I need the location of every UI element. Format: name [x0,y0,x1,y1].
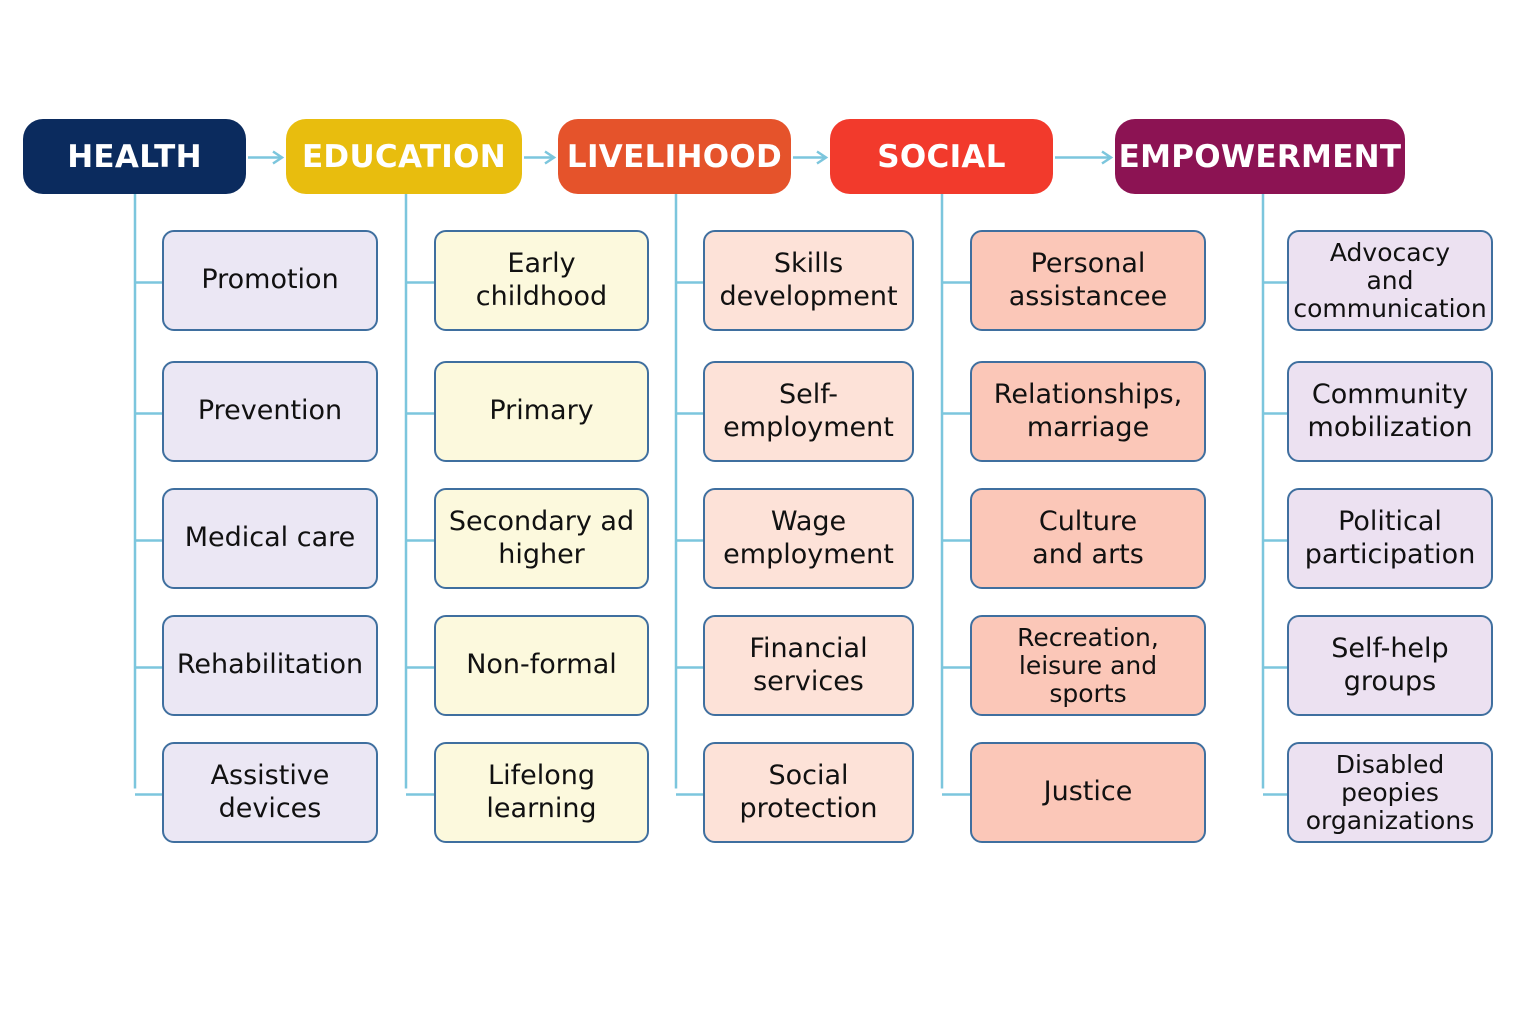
item-empowerment-1: Advocacy and communication [1287,230,1493,331]
item-education-2: Primary [434,361,649,462]
item-label: Assistive devices [210,759,330,824]
header-health: HEALTH [23,119,246,194]
arrow-head-icon [544,150,557,165]
item-label: Promotion [201,264,339,296]
item-empowerment-5: Disabled peopies organizations [1287,742,1493,843]
header-social: SOCIAL [830,119,1053,194]
header-empowerment: EMPOWERMENT [1115,119,1405,194]
item-education-5: Lifelong learning [434,742,649,843]
item-label: Non-formal [466,649,617,681]
item-label: Rehabilitation [176,649,364,681]
item-label: Lifelong learning [486,759,597,824]
item-empowerment-3: Political participation [1287,488,1493,589]
item-health-5: Assistive devices [162,742,378,843]
arrow-head-icon [272,150,285,165]
item-label: Recreation, leisure and sports [1017,622,1159,708]
header-education: EDUCATION [286,119,522,194]
item-education-1: Early childhood [434,230,649,331]
item-social-5: Justice [970,742,1206,843]
item-health-2: Prevention [162,361,378,462]
item-livelihood-2: Self- employment [703,361,914,462]
item-label: Medical care [184,522,356,554]
item-health-3: Medical care [162,488,378,589]
item-label: Secondary ad higher [448,505,635,570]
item-livelihood-4: Financial services [703,615,914,716]
item-livelihood-3: Wage employment [703,488,914,589]
item-label: Self-help groups [1331,632,1449,697]
item-label: Advocacy and communication [1293,237,1487,323]
item-label: Self- employment [723,378,894,443]
arrow-head-icon [1101,150,1114,165]
item-label: Prevention [197,395,343,427]
item-label: Social protection [739,759,878,824]
item-empowerment-4: Self-help groups [1287,615,1493,716]
item-social-3: Culture and arts [970,488,1206,589]
item-label: Disabled peopies organizations [1305,749,1475,835]
item-label: Culture and arts [1032,505,1144,570]
item-label: Personal assistancee [1008,247,1168,312]
item-label: Wage employment [723,505,894,570]
item-label: Justice [1043,776,1133,808]
item-livelihood-1: Skills development [703,230,914,331]
item-label: Political participation [1304,505,1476,570]
item-health-1: Promotion [162,230,378,331]
header-livelihood: LIVELIHOOD [558,119,791,194]
item-education-3: Secondary ad higher [434,488,649,589]
item-health-4: Rehabilitation [162,615,378,716]
arrow-head-icon [816,150,829,165]
item-livelihood-5: Social protection [703,742,914,843]
item-social-1: Personal assistancee [970,230,1206,331]
item-label: Financial services [749,632,868,697]
item-label: Primary [489,395,594,427]
item-education-4: Non-formal [434,615,649,716]
item-social-2: Relationships, marriage [970,361,1206,462]
item-label: Early childhood [475,247,608,312]
item-empowerment-2: Community mobilization [1287,361,1493,462]
item-social-4: Recreation, leisure and sports [970,615,1206,716]
item-label: Relationships, marriage [993,378,1183,443]
item-label: Community mobilization [1307,378,1473,443]
item-label: Skills development [719,247,898,312]
